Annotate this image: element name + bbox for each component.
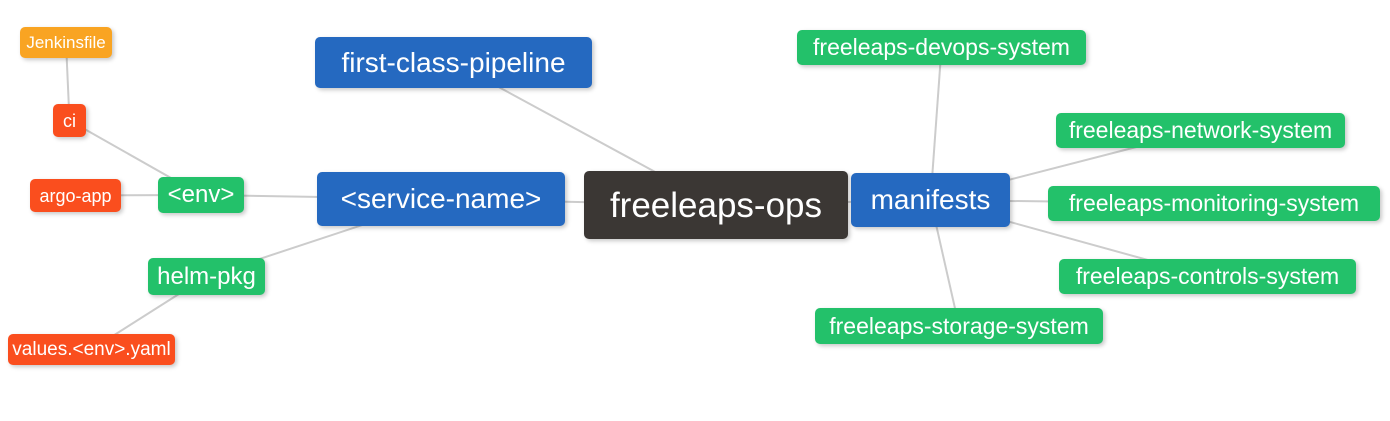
node-label: argo-app	[39, 185, 112, 206]
node-label: manifests	[870, 184, 991, 215]
mindmap-node-helm-pkg[interactable]: helm-pkg	[148, 258, 265, 295]
mindmap-node-values-env-yaml[interactable]: values.<env>.yaml	[8, 334, 175, 365]
node-label: helm-pkg	[157, 262, 256, 290]
mindmap-node-jenkinsfile[interactable]: Jenkinsfile	[20, 27, 112, 58]
mindmap-node-storage-system[interactable]: freeleaps-storage-system	[815, 308, 1103, 344]
node-label: <service-name>	[340, 183, 542, 214]
mindmap-node-devops-system[interactable]: freeleaps-devops-system	[797, 30, 1086, 65]
node-label: freeleaps-devops-system	[813, 34, 1070, 60]
node-label: values.<env>.yaml	[12, 339, 171, 360]
mindmap-node-manifests[interactable]: manifests	[851, 173, 1010, 227]
mindmap-node-service-name[interactable]: <service-name>	[317, 172, 565, 226]
node-label: freeleaps-network-system	[1068, 117, 1333, 143]
node-label: freeleaps-ops	[609, 185, 823, 225]
mindmap-node-freeleaps-ops[interactable]: freeleaps-ops	[584, 171, 848, 239]
node-label: freeleaps-controls-system	[1075, 263, 1340, 289]
node-label: freeleaps-monitoring-system	[1068, 190, 1360, 216]
mindmap-node-network-system[interactable]: freeleaps-network-system	[1056, 113, 1345, 148]
mindmap-node-monitoring-system[interactable]: freeleaps-monitoring-system	[1048, 186, 1380, 221]
node-label: first-class-pipeline	[341, 46, 566, 78]
mindmap-node-argo-app[interactable]: argo-app	[30, 179, 121, 212]
node-label: Jenkinsfile	[26, 33, 106, 52]
mindmap-node-first-class-pipeline[interactable]: first-class-pipeline	[315, 37, 592, 88]
mindmap-node-ci[interactable]: ci	[53, 104, 86, 137]
mindmap-node-env[interactable]: <env>	[158, 177, 244, 213]
mindmap-node-controls-system[interactable]: freeleaps-controls-system	[1059, 259, 1356, 294]
node-label: freeleaps-storage-system	[829, 312, 1089, 339]
node-label: ci	[63, 110, 76, 131]
node-label: <env>	[167, 181, 235, 208]
